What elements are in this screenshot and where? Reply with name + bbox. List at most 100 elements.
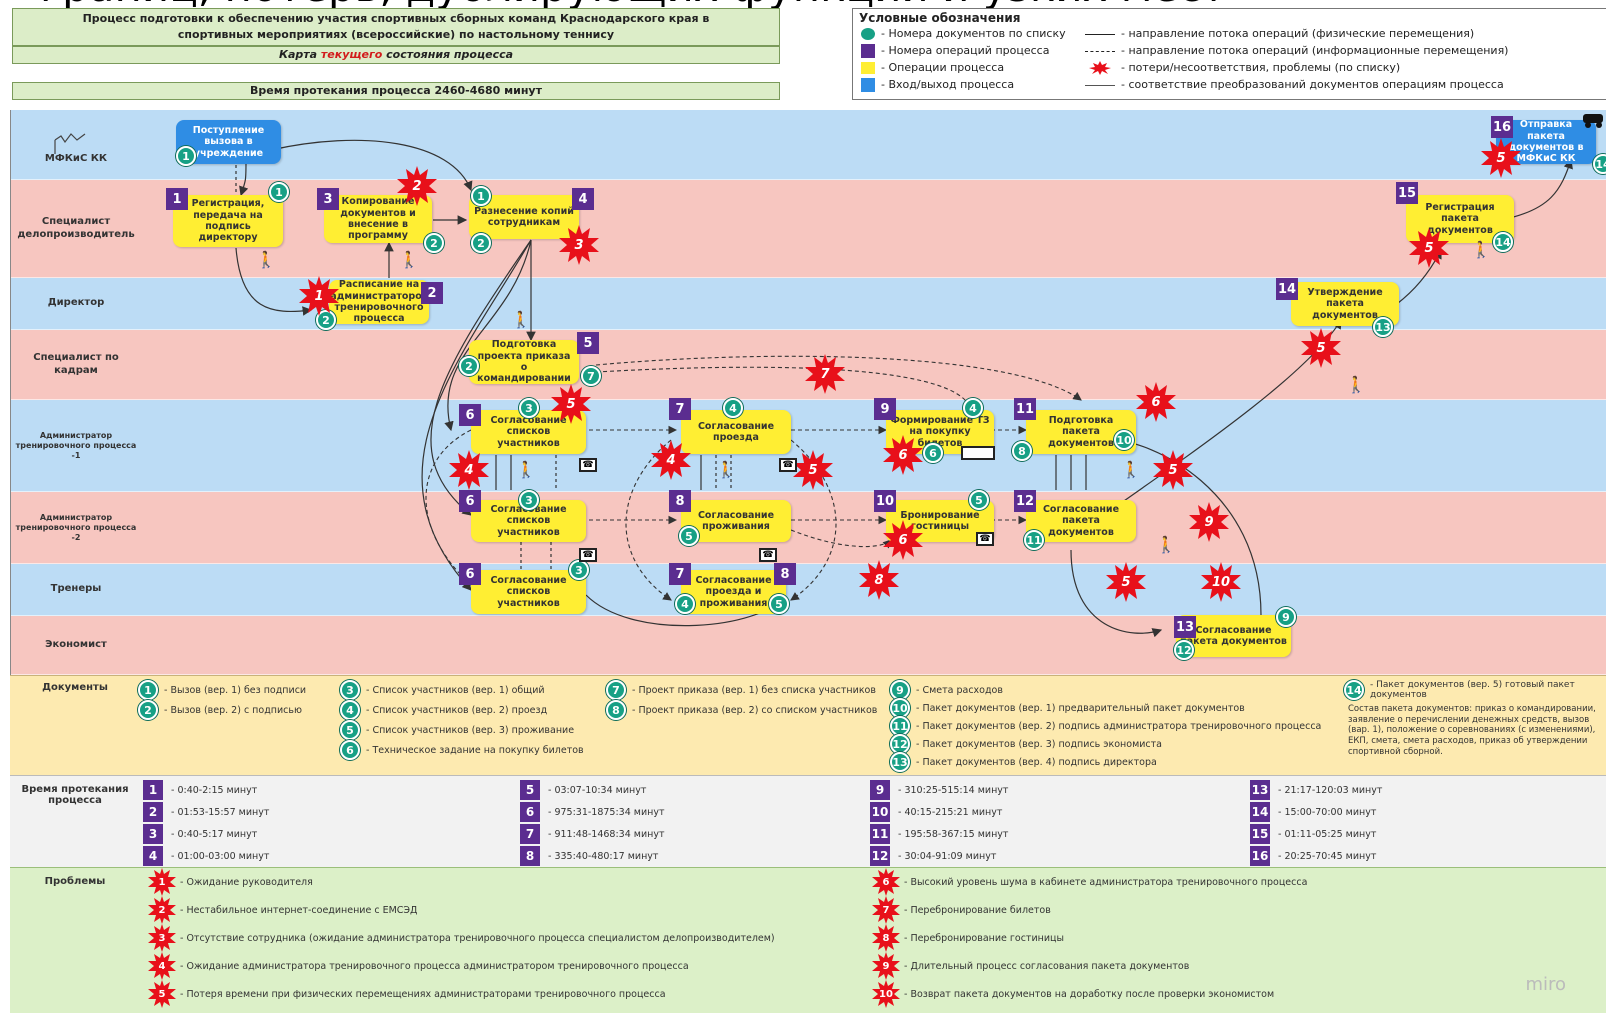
op-1[interactable]: Регистрация, передача на подпись директо… <box>173 195 283 247</box>
process-duration: Время протекания процесса 2460-4680 мину… <box>250 84 542 97</box>
doc-marker: 2 <box>459 356 479 376</box>
op-2[interactable]: Расписание на администраторов тренировоч… <box>329 279 429 324</box>
problem-number: 6 <box>882 876 890 888</box>
doc-marker: 14 <box>1593 154 1606 174</box>
op-8[interactable]: Согласование проживания <box>681 500 791 542</box>
op-number: 5 <box>577 332 599 354</box>
op-label: Подготовка пакета документов <box>1048 414 1114 449</box>
time-item: 12- 30:04-91:09 минут <box>870 846 996 866</box>
op-number: 16 <box>1250 846 1270 866</box>
problem-burst: 3 <box>559 225 599 265</box>
problem-number: 9 <box>1204 514 1214 530</box>
time-item: 6- 975:31-1875:34 минут <box>520 802 665 822</box>
document-text: - Пакет документов (вер. 2) подпись адми… <box>916 720 1322 732</box>
doc-marker: 2 <box>138 700 158 720</box>
op-5[interactable]: Подготовка проекта приказа о командирова… <box>469 339 579 384</box>
doc-marker: 14 <box>1493 232 1513 252</box>
problem-number: 5 <box>1168 462 1178 478</box>
problem-number: 1 <box>158 876 166 888</box>
info-flow-line <box>625 439 672 601</box>
cut-off-slide-title: границ, потерь, дублирующих функций и уз… <box>40 0 1226 8</box>
red-burst-icon <box>1089 61 1111 75</box>
lane-economist: Экономист <box>11 616 1606 675</box>
time-item: 14- 15:00-70:00 минут <box>1250 802 1376 822</box>
op-label: Согласование проезда <box>697 420 775 443</box>
doc-marker: 2 <box>471 233 491 253</box>
op-number: 11 <box>1014 398 1036 420</box>
doc-marker: 1 <box>138 680 158 700</box>
problem-number: 8 <box>874 572 884 588</box>
problem-burst: 6 <box>883 435 923 475</box>
problem-number: 10 <box>1211 574 1231 590</box>
op-label: Согласование списков участников <box>490 414 567 449</box>
problem-item: 5- Потеря времени при физических перемещ… <box>148 980 666 1008</box>
document-package-note: Состав пакета документов: приказ о коман… <box>1348 704 1596 757</box>
op-number: 4 <box>572 188 594 210</box>
problem-item: 9- Длительный процесс согласования пакет… <box>872 952 1189 980</box>
op-14[interactable]: Утверждение пакета документов <box>1291 282 1399 326</box>
legend-io: - Вход/выход процесса <box>861 78 1014 92</box>
red-burst-icon: 3 <box>148 924 176 952</box>
time-text: - 975:31-1875:34 минут <box>548 806 665 818</box>
problem-number: 7 <box>820 366 830 382</box>
problem-burst: 5 <box>1301 328 1341 368</box>
solid-arrow-icon <box>1085 33 1115 35</box>
problem-burst: 5 <box>1153 450 1193 490</box>
problem-burst: 5 <box>1409 228 1449 268</box>
red-burst-icon: 5 <box>148 980 176 1008</box>
op-number: 3 <box>143 824 163 844</box>
op-6c[interactable]: Согласование списков участников <box>471 570 586 614</box>
phone-icon: ☎ <box>579 458 597 472</box>
doc-marker: 8 <box>606 700 626 720</box>
op-number: 1 <box>143 780 163 800</box>
doc-marker: 1 <box>471 186 491 206</box>
info-flow-line <box>425 429 472 586</box>
problem-number: 2 <box>158 904 166 916</box>
time-text: - 01:11-05:25 минут <box>1278 828 1377 840</box>
legend-text: - Номера операций процесса <box>881 44 1050 57</box>
op-box-icon <box>861 62 875 74</box>
op-label: Регистрация, передача на подпись директо… <box>191 198 265 244</box>
op-number: 2 <box>421 282 443 304</box>
phone-icon: ☎ <box>779 458 797 472</box>
problem-number: 10 <box>879 988 893 1000</box>
doc-marker: 9 <box>890 680 910 700</box>
op-input[interactable]: Поступление вызова в учреждение <box>176 120 281 164</box>
document-text: - Список участников (вер. 3) проживание <box>366 724 575 736</box>
info-flow-line <box>790 529 892 549</box>
lane-coaches: Тренеры <box>11 564 1606 616</box>
op-label: Формирование ТЗ на покупку билетов <box>890 414 990 449</box>
op-3[interactable]: Копирование документов и внесение в прог… <box>324 195 432 243</box>
problem-burst: 6 <box>1136 382 1176 422</box>
op-78[interactable]: Согласование проезда и проживания <box>681 570 786 614</box>
flow-line <box>235 247 313 316</box>
document-item: 6- Техническое задание на покупку билето… <box>340 740 584 760</box>
lane-label: Директор <box>47 297 105 309</box>
truck-icon <box>1583 114 1603 128</box>
op-label: Утверждение пакета документов <box>1307 286 1383 321</box>
op-number: 15 <box>1250 824 1270 844</box>
time-item: 16- 20:25-70:45 минут <box>1250 846 1376 866</box>
flow-line <box>444 239 532 432</box>
op-12[interactable]: Согласование пакета документов <box>1026 500 1136 542</box>
problem-number: 5 <box>566 396 576 412</box>
doc-marker: 7 <box>606 680 626 700</box>
problem-number: 5 <box>158 988 166 1000</box>
op-number: 1 <box>166 188 188 210</box>
time-item: 7- 911:48-1468:34 минут <box>520 824 665 844</box>
red-burst-icon: 8 <box>872 924 900 952</box>
legend-problem: - потери/несоответствия, проблемы (по сп… <box>1085 61 1400 75</box>
problem-burst: 5 <box>793 450 833 490</box>
problem-item: 3 - Отсутствие сотрудника (ожидание админ… <box>148 924 775 952</box>
problem-number: 4 <box>158 960 166 972</box>
thin-arrow-icon <box>1085 84 1115 86</box>
doc-marker: 6 <box>923 443 943 463</box>
problem-text: - Отсутствие сотрудника (ожидание админи… <box>180 932 775 944</box>
legend-doc-number: - Номера документов по списку <box>861 27 1066 40</box>
flow-line <box>270 139 473 192</box>
op-label: Согласование проезда и проживания <box>695 574 772 609</box>
op-number: 12 <box>1014 490 1036 512</box>
problem-number: 6 <box>1151 394 1161 410</box>
problem-number: 5 <box>1316 340 1326 356</box>
op-label: Согласование пакета документов <box>1042 503 1120 538</box>
